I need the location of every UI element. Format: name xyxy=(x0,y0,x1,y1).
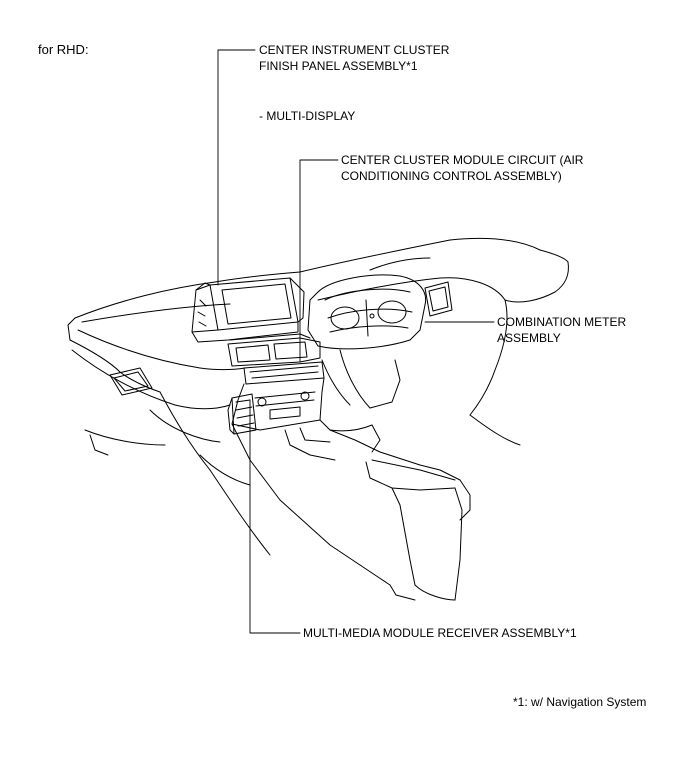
section-label: for RHD: xyxy=(38,42,89,57)
callout-center-panel-line1: CENTER INSTRUMENT CLUSTER xyxy=(259,43,450,57)
multi-media-receiver-unit xyxy=(227,393,257,435)
callout-multimedia-receiver: MULTI-MEDIA MODULE RECEIVER ASSEMBLY*1 xyxy=(303,626,577,640)
callout-cluster-module-line2: CONDITIONING CONTROL ASSEMBLY) xyxy=(341,169,562,183)
leader-multimedia-receiver xyxy=(249,399,301,634)
leader-lines xyxy=(217,49,495,634)
callout-multi-display: - MULTI-DISPLAY xyxy=(259,109,356,123)
multi-display-unit xyxy=(191,277,311,343)
callout-center-panel-line2: FINISH PANEL ASSEMBLY*1 xyxy=(259,59,418,73)
dashboard-outline xyxy=(67,238,541,416)
center-vent-panel xyxy=(227,337,321,367)
steering-column xyxy=(321,349,401,409)
leader-cluster-module xyxy=(299,159,339,363)
footnote: *1: w/ Navigation System xyxy=(513,695,647,709)
callout-combination-meter-line2: ASSEMBLY xyxy=(497,331,561,345)
air-conditioning-control-unit xyxy=(231,361,325,431)
center-console xyxy=(231,419,471,601)
callout-combination-meter-line1: COMBINATION METER xyxy=(497,315,627,329)
combination-meter-unit xyxy=(307,274,427,350)
lower-dashboard xyxy=(84,249,569,556)
leader-center-panel xyxy=(217,49,256,286)
callout-cluster-module-line1: CENTER CLUSTER MODULE CIRCUIT (AIR xyxy=(341,153,584,167)
